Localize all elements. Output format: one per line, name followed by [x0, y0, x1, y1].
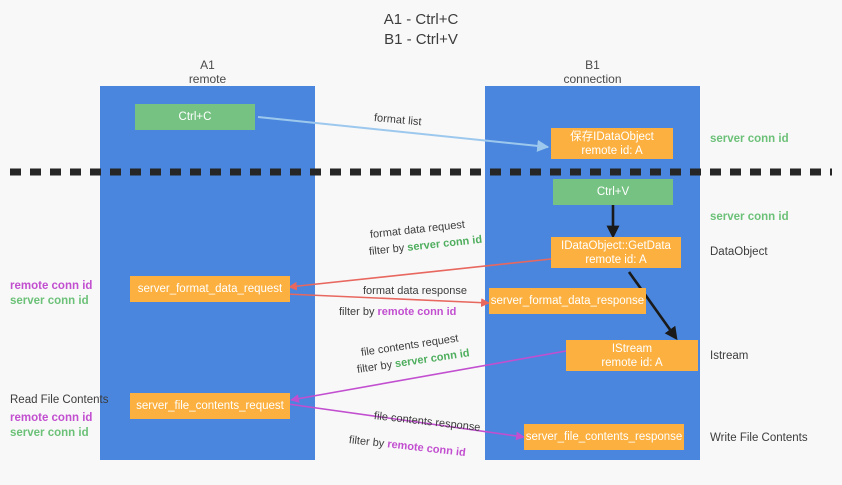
flow-label-format-data-response-text: format data response [363, 285, 467, 297]
note-conn-ids-file: remote conn id server conn id [10, 411, 92, 441]
note-remote-conn-id-2: remote conn id [10, 412, 93, 424]
box-idataobject-getdata[interactable]: IDataObject::GetData remote id: A [551, 237, 681, 268]
box-save-idataobject-line2: remote id: A [581, 144, 643, 157]
column-header-b1-name: B1 [585, 58, 600, 72]
box-ctrl-c[interactable]: Ctrl+C [135, 104, 255, 130]
box-server-file-contents-response[interactable]: server_file_contents_response [524, 424, 684, 450]
box-istream-line1: IStream [611, 342, 653, 355]
box-save-idataobject-line1: 保存IDataObject [570, 130, 654, 143]
box-save-idataobject[interactable]: 保存IDataObject remote id: A [551, 128, 673, 159]
filter-by-prefix: filter by [339, 306, 378, 318]
flow-label-format-data-response-filter: filter by remote conn id [339, 305, 456, 319]
box-ctrl-v-label: Ctrl+V [596, 186, 630, 198]
filter-by-prefix: filter by [348, 434, 388, 451]
flow-label-file-contents-response-text: file contents response [373, 410, 482, 434]
note-conn-ids-format: remote conn id server conn id [10, 279, 92, 309]
box-istream[interactable]: IStream remote id: A [566, 340, 698, 371]
note-read-file-contents: Read File Contents [10, 394, 109, 406]
box-server-format-data-response-label: server_format_data_response [490, 295, 645, 307]
page-title: A1 - Ctrl+C B1 - Ctrl+V [0, 10, 842, 50]
flow-label-file-contents-response: file contents response [373, 409, 481, 435]
box-server-format-data-response[interactable]: server_format_data_response [489, 288, 646, 314]
note-server-conn-id-4: server conn id [10, 427, 89, 439]
note-write-file-contents: Write File Contents [710, 432, 808, 444]
column-header-a1-name: A1 [200, 58, 215, 72]
flow-label-file-contents-response-filter: filter by remote conn id [348, 433, 466, 460]
box-ctrl-v[interactable]: Ctrl+V [553, 179, 673, 205]
title-line-2: B1 - Ctrl+V [384, 31, 458, 48]
column-header-b1: B1 connection [485, 58, 700, 86]
note-istream: Istream [710, 350, 749, 362]
column-header-a1: A1 remote [100, 58, 315, 86]
box-idataobject-getdata-line1: IDataObject::GetData [561, 239, 671, 252]
filter-by-prefix: filter by [368, 241, 408, 258]
flow-label-format-data-response: format data response [363, 284, 467, 298]
title-line-1: A1 - Ctrl+C [383, 11, 459, 28]
note-remote-conn-id-1: remote conn id [10, 280, 93, 292]
box-server-file-contents-response-label: server_file_contents_response [525, 431, 683, 443]
remote-conn-id-tag: remote conn id [377, 306, 457, 318]
note-server-conn-id-1: server conn id [710, 133, 789, 145]
column-header-b1-sub: connection [563, 72, 622, 86]
box-server-format-data-request-label: server_format_data_request [137, 283, 283, 295]
note-server-conn-id-2: server conn id [710, 211, 789, 223]
box-server-file-contents-request-label: server_file_contents_request [136, 400, 284, 412]
note-dataobject: DataObject [710, 246, 768, 258]
flow-label-format-list: format list [373, 111, 422, 129]
filter-by-prefix: filter by [356, 358, 396, 376]
box-idataobject-getdata-line2: remote id: A [585, 253, 647, 266]
box-ctrl-c-label: Ctrl+C [178, 111, 212, 123]
box-istream-line2: remote id: A [601, 356, 663, 369]
remote-conn-id-tag: remote conn id [386, 438, 467, 460]
flow-label-format-list-text: format list [373, 112, 423, 129]
column-header-a1-sub: remote [188, 72, 227, 86]
box-server-file-contents-request[interactable]: server_file_contents_request [130, 393, 290, 419]
box-server-format-data-request[interactable]: server_format_data_request [130, 276, 290, 302]
note-server-conn-id-3: server conn id [10, 295, 89, 307]
